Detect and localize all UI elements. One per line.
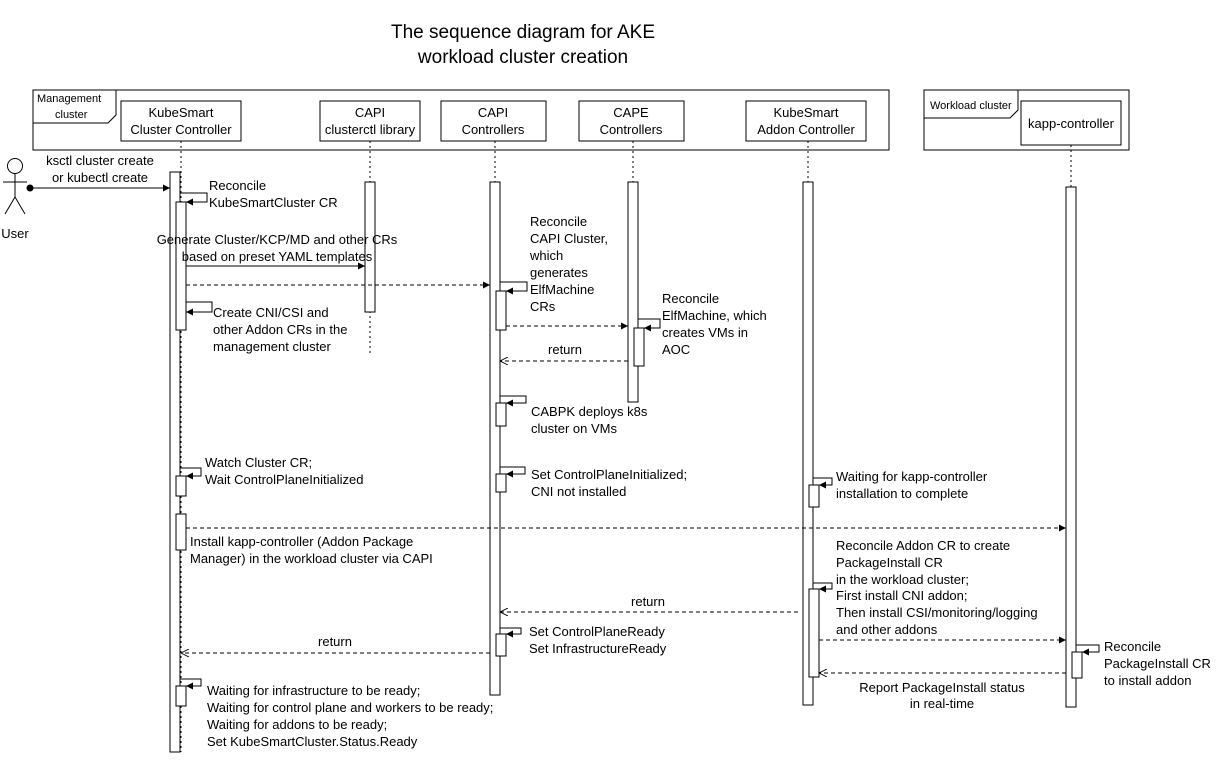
svg-text:KubeSmart: KubeSmart	[773, 105, 838, 120]
activation-addon-controller	[802, 181, 814, 706]
svg-text:Set InfrastructureReady: Set InfrastructureReady	[529, 641, 667, 656]
message-reconcile-capi-cluster	[500, 281, 528, 295]
svg-text:Addon Controller: Addon Controller	[757, 122, 855, 137]
activation-cluster-controller	[169, 171, 181, 753]
svg-text:Then install CSI/monitoring/lo: Then install CSI/monitoring/logging	[836, 605, 1038, 620]
svg-text:CRs: CRs	[530, 299, 556, 314]
user-actor-icon	[3, 158, 27, 215]
svg-text:CNI not installed: CNI not installed	[531, 484, 626, 499]
svg-text:Reconcile: Reconcile	[209, 178, 266, 193]
activation-kapp-controller	[1065, 186, 1077, 708]
management-frame-label-line2: cluster	[55, 109, 88, 121]
participant-kubesmart-addon-controller	[745, 100, 867, 142]
diagram-title-line2: workload cluster creation	[417, 47, 628, 68]
svg-text:CAPI: CAPI	[355, 105, 385, 120]
participant-cape-controllers	[578, 100, 685, 142]
message-generate-crs-label: Generate Cluster/KCP/MD and other CRs	[157, 232, 398, 247]
svg-text:generates: generates	[530, 265, 588, 280]
svg-text:Create CNI/CSI and: Create CNI/CSI and	[213, 305, 329, 320]
diagram-title-line1: The sequence diagram for AKE	[391, 22, 655, 43]
message-cabpk-deploy	[500, 395, 527, 407]
svg-text:AOC: AOC	[662, 342, 690, 357]
svg-text:Report PackageInstall status: Report PackageInstall status	[859, 680, 1025, 695]
message-wait-ready	[180, 678, 202, 690]
svg-text:and other addons: and other addons	[836, 622, 938, 637]
svg-text:CAPI Cluster,: CAPI Cluster,	[530, 231, 608, 246]
svg-text:other Addon CRs in the: other Addon CRs in the	[213, 322, 347, 337]
svg-text:Waiting for addons to be ready: Waiting for addons to be ready;	[207, 717, 387, 732]
svg-text:Install kapp-controller (Addon: Install kapp-controller (Addon Package	[190, 534, 413, 549]
participant-capi-controllers	[440, 100, 547, 142]
activation-capi-controllers	[489, 181, 501, 696]
svg-text:in real-time: in real-time	[910, 696, 974, 711]
message-watch-cluster-cr	[180, 467, 202, 480]
svg-text:cluster on VMs: cluster on VMs	[531, 421, 617, 436]
svg-text:Controllers: Controllers	[462, 122, 525, 137]
svg-text:creates VMs in: creates VMs in	[662, 325, 748, 340]
svg-text:installation to complete: installation to complete	[836, 486, 968, 501]
management-cluster-frame	[32, 89, 890, 151]
message-set-cp-ready	[500, 627, 522, 638]
svg-text:based on preset YAML templates: based on preset YAML templates	[182, 249, 373, 264]
svg-text:which: which	[529, 248, 563, 263]
activation-cape-controllers	[627, 181, 639, 403]
svg-text:PackageInstall CR: PackageInstall CR	[1104, 656, 1211, 671]
message-reconcile-addon-cr	[813, 582, 833, 593]
svg-text:CAPE: CAPE	[613, 105, 649, 120]
participant-kubesmart-cluster-controller	[120, 100, 242, 142]
svg-text:Manager) in the workload clust: Manager) in the workload cluster via CAP…	[190, 551, 433, 566]
svg-text:or kubectl create: or kubectl create	[52, 170, 148, 185]
svg-text:return: return	[631, 594, 665, 609]
workload-frame-label: Workload cluster	[930, 100, 1012, 112]
svg-text:CABPK deploys k8s: CABPK deploys k8s	[531, 404, 648, 419]
svg-text:Waiting for kapp-controller: Waiting for kapp-controller	[836, 469, 988, 484]
svg-text:Waiting for control plane and: Waiting for control plane and workers to…	[207, 700, 493, 715]
svg-text:Watch Cluster CR;: Watch Cluster CR;	[205, 455, 312, 470]
workload-cluster-frame	[923, 89, 1130, 151]
message-wait-kapp-install	[813, 477, 833, 489]
user-actor-label: User	[1, 226, 29, 241]
message-reconcile-kubesmartcluster	[180, 192, 208, 206]
svg-text:KubeSmartCluster CR: KubeSmartCluster CR	[209, 195, 338, 210]
svg-text:Set ControlPlaneReady: Set ControlPlaneReady	[529, 624, 665, 639]
svg-text:ksctl cluster create: ksctl cluster create	[46, 153, 154, 168]
svg-text:kapp-controller: kapp-controller	[1028, 116, 1115, 131]
svg-text:management cluster: management cluster	[213, 339, 331, 354]
svg-text:First install CNI addon;: First install CNI addon;	[836, 588, 968, 603]
svg-text:clusterctl library: clusterctl library	[325, 122, 416, 137]
message-reconcile-packageinstall	[1076, 644, 1100, 656]
svg-text:Reconcile: Reconcile	[662, 291, 719, 306]
activation-clusterctl	[364, 181, 376, 313]
svg-text:PackageInstall CR: PackageInstall CR	[836, 555, 943, 570]
message-reconcile-addon-cr-label: Reconcile Addon CR to create	[836, 538, 1010, 553]
svg-text:Wait ControlPlaneInitialized: Wait ControlPlaneInitialized	[205, 472, 363, 487]
message-create-addon-crs	[186, 301, 213, 316]
message-reconcile-capi-cluster-label: Reconcile	[530, 214, 587, 229]
participant-kapp-controller	[1020, 100, 1122, 146]
svg-text:ElfMachine: ElfMachine	[530, 282, 594, 297]
svg-text:Cluster Controller: Cluster Controller	[130, 122, 232, 137]
message-set-cp-initialized	[500, 466, 526, 478]
message-reconcile-elfmachine	[638, 318, 661, 332]
svg-text:Waiting for infrastructure to: Waiting for infrastructure to be ready;	[207, 683, 420, 698]
svg-text:return: return	[318, 634, 352, 649]
svg-text:to install addon: to install addon	[1104, 673, 1191, 688]
svg-text:KubeSmart: KubeSmart	[148, 105, 213, 120]
svg-text:CAPI: CAPI	[478, 105, 508, 120]
svg-text:in the workload cluster;: in the workload cluster;	[836, 572, 969, 587]
management-frame-label-line1: Management	[37, 93, 101, 105]
svg-text:Controllers: Controllers	[600, 122, 663, 137]
svg-text:return: return	[548, 342, 582, 357]
svg-text:Set ControlPlaneInitialized;: Set ControlPlaneInitialized;	[531, 467, 687, 482]
svg-text:ElfMachine, which: ElfMachine, which	[662, 308, 767, 323]
svg-text:Set KubeSmartCluster.Status.Re: Set KubeSmartCluster.Status.Ready	[207, 734, 418, 749]
svg-text:Reconcile: Reconcile	[1104, 639, 1161, 654]
